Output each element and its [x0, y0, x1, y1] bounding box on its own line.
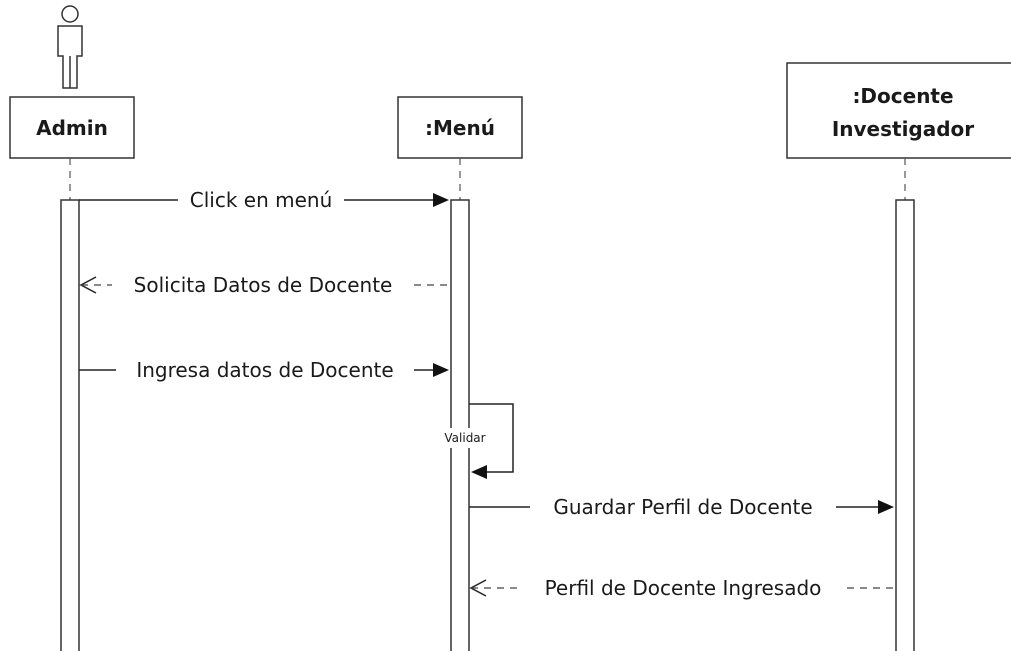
message-solicita-datos: Solicita Datos de Docente	[79, 273, 451, 297]
docente-activation-bar	[895, 199, 915, 651]
svg-text:Solicita Datos de Docente: Solicita Datos de Docente	[134, 273, 393, 297]
admin-activation-bar	[60, 199, 80, 651]
menu-participant-label: :Menú	[425, 116, 495, 140]
menu-participant-box	[397, 96, 523, 159]
docente-participant-label-line1: :Docente	[852, 84, 953, 108]
admin-participant-box	[9, 96, 135, 159]
svg-text:Click en menú: Click en menú	[190, 188, 333, 212]
admin-participant-label: Admin	[36, 116, 108, 140]
svg-text:Guardar Perfil de Docente: Guardar Perfil de Docente	[553, 495, 812, 519]
menu-activation-bar	[450, 199, 470, 651]
message-guardar-perfil: Guardar Perfil de Docente	[469, 495, 894, 519]
svg-text:Ingresa datos de Docente: Ingresa datos de Docente	[136, 358, 393, 382]
message-click-en-menu: Click en menú	[79, 188, 449, 212]
svg-text:Perfil de Docente Ingresado: Perfil de Docente Ingresado	[545, 576, 822, 600]
svg-text:Validar: Validar	[444, 431, 485, 445]
message-ingresa-datos: Ingresa datos de Docente	[79, 358, 449, 382]
message-validar-self: Validar	[442, 403, 514, 479]
message-perfil-ingresado: Perfil de Docente Ingresado	[469, 576, 896, 600]
docente-participant-label-line2: Investigador	[832, 117, 974, 141]
docente-participant-box	[786, 62, 1011, 159]
actor-icon	[57, 5, 83, 89]
